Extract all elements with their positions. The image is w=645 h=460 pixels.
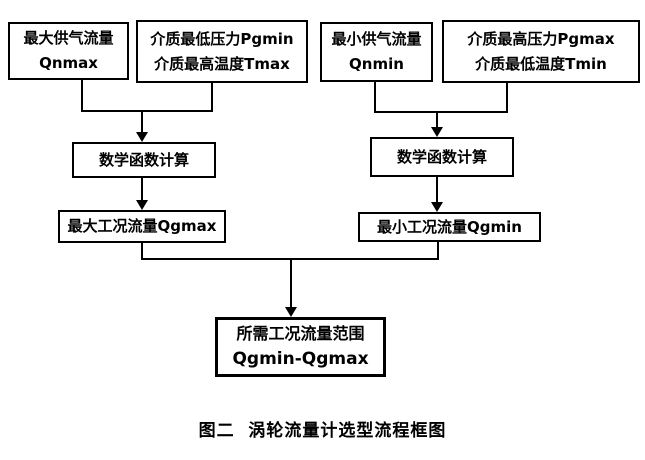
- node-min-operating-flow-label: 最小工况流量Qgmin: [377, 217, 522, 236]
- arrowhead-to-qgmax: [136, 200, 148, 210]
- connector-qnmax-drop: [81, 80, 83, 112]
- connector-right-merge-bar: [374, 111, 508, 113]
- connector-calc-left-stem: [141, 178, 143, 202]
- node-math-calc-right: 数学函数计算: [370, 137, 514, 177]
- arrowhead-to-calc-right: [431, 127, 443, 137]
- node-max-supply-flow-symbol: Qnmax: [39, 54, 98, 72]
- node-math-calc-left: 数学函数计算: [72, 142, 216, 178]
- connector-qnmin-drop: [374, 82, 376, 113]
- arrowhead-to-result: [285, 307, 297, 317]
- node-min-supply-flow-symbol: Qnmin: [349, 55, 404, 73]
- connector-left-merge-stem: [141, 112, 143, 134]
- node-required-flow-range-label: 所需工况流量范围: [236, 323, 365, 343]
- node-max-operating-flow: 最大工况流量Qgmax: [58, 210, 226, 243]
- node-max-pressure-min-temp: 介质最高压力Pgmax 介质最低温度Tmin: [442, 20, 640, 83]
- connector-pgmin-drop: [211, 82, 213, 112]
- figure-caption: 图二 涡轮流量计选型流程框图: [198, 421, 447, 441]
- connector-calc-right-stem: [436, 177, 438, 204]
- node-required-flow-range: 所需工况流量范围 Qgmin-Qgmax: [215, 317, 386, 377]
- connector-right-merge-stem: [436, 113, 438, 129]
- node-min-operating-flow: 最小工况流量Qgmin: [358, 212, 541, 242]
- connector-pgmax-drop: [506, 82, 508, 113]
- arrowhead-to-qgmin: [431, 202, 443, 212]
- connector-left-merge-bar: [81, 110, 213, 112]
- node-min-supply-flow-label: 最小供气流量: [331, 30, 422, 49]
- node-min-pressure-label: 介质最低压力Pgmin: [150, 29, 294, 48]
- node-min-supply-flow: 最小供气流量 Qnmin: [320, 22, 433, 82]
- node-max-operating-flow-label: 最大工况流量Qgmax: [67, 217, 217, 236]
- node-max-temp-label: 介质最高温度Tmax: [154, 54, 290, 73]
- connector-bottom-merge-stem: [290, 260, 292, 307]
- connector-qgmin-drop: [437, 242, 439, 260]
- node-required-flow-range-symbol: Qgmin-Qgmax: [232, 349, 369, 370]
- arrowhead-to-calc-left: [136, 132, 148, 142]
- node-min-pressure-max-temp: 介质最低压力Pgmin 介质最高温度Tmax: [136, 20, 308, 83]
- node-max-supply-flow: 最大供气流量 Qnmax: [8, 22, 129, 80]
- node-max-supply-flow-label: 最大供气流量: [23, 29, 114, 48]
- node-max-pressure-label: 介质最高压力Pgmax: [467, 29, 615, 48]
- node-math-calc-right-label: 数学函数计算: [396, 147, 487, 166]
- connector-qgmax-drop: [141, 243, 143, 260]
- node-min-temp-label: 介质最低温度Tmin: [475, 54, 607, 73]
- node-math-calc-left-label: 数学函数计算: [98, 150, 189, 169]
- connector-bottom-merge-bar: [141, 258, 439, 260]
